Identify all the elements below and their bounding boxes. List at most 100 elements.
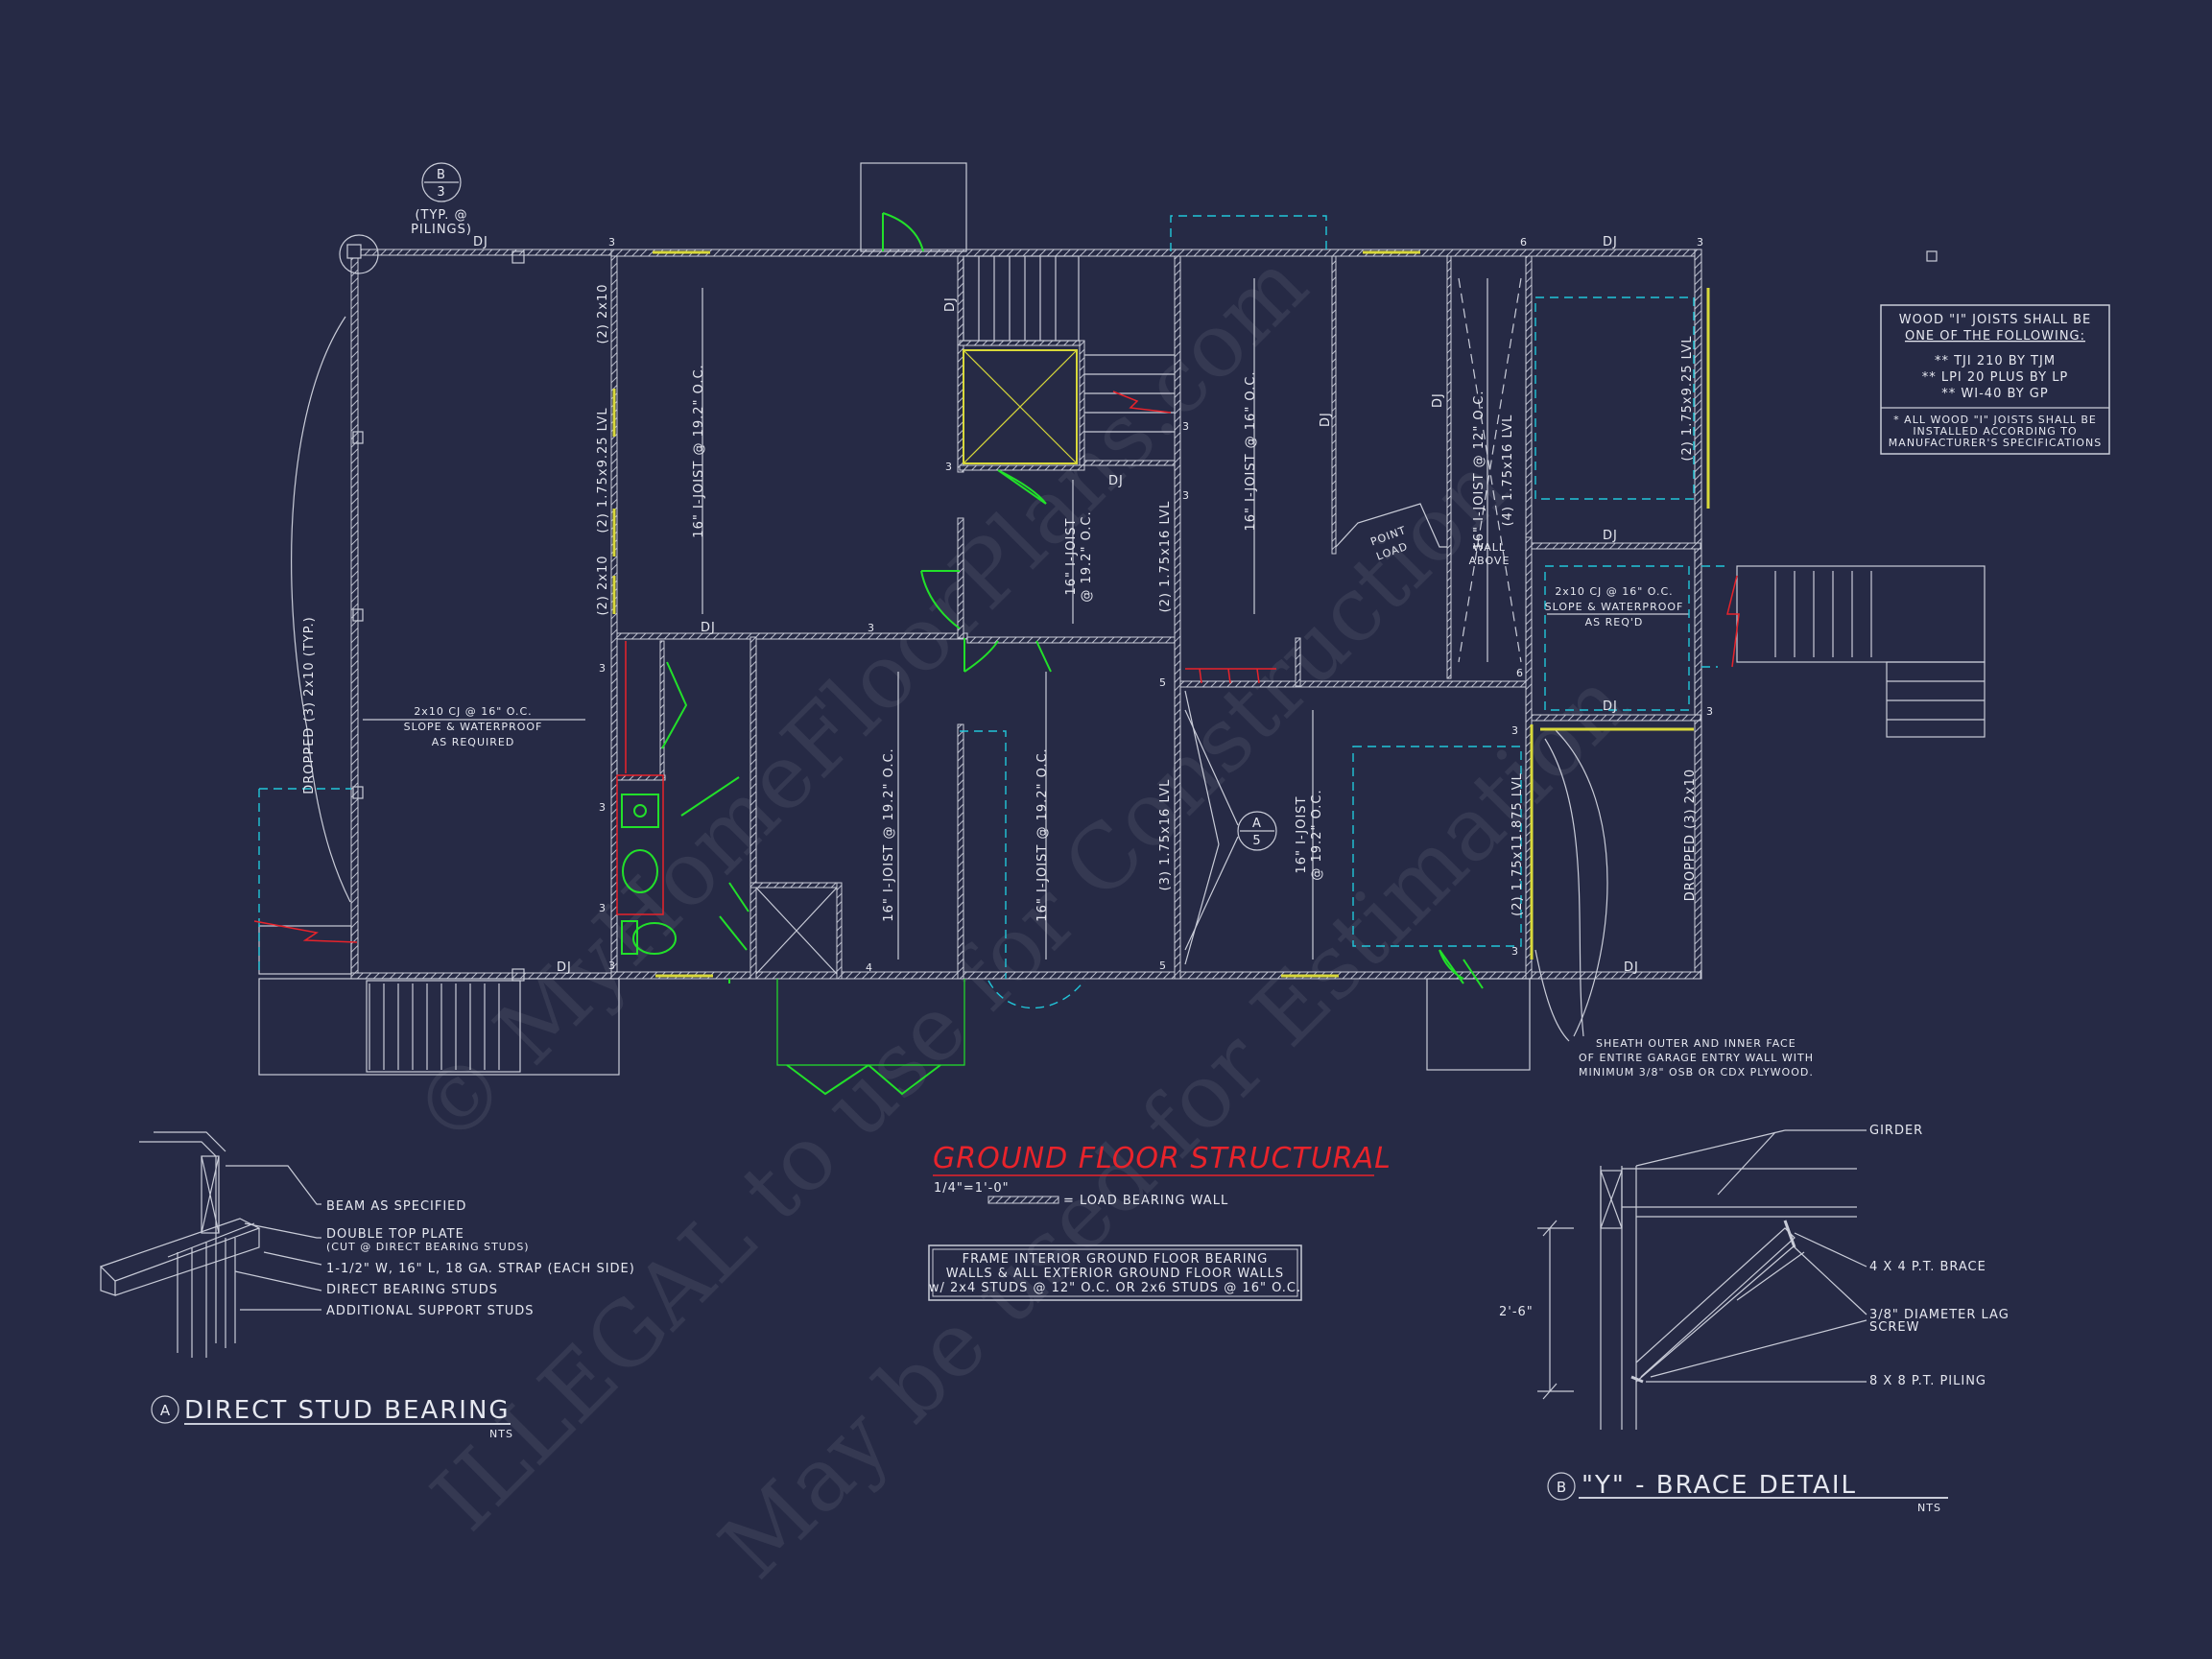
svg-text:ABOVE: ABOVE [1469,555,1510,567]
svg-text:16" I-JOIST: 16" I-JOIST [1295,796,1309,874]
svg-text:DJ: DJ [1624,960,1639,975]
svg-text:** WI-40 BY GP: ** WI-40 BY GP [1941,387,2048,401]
svg-text:"Y" - BRACE DETAIL: "Y" - BRACE DETAIL [1582,1471,1857,1500]
svg-text:B: B [1557,1479,1566,1496]
detail-y-brace [1537,1129,1948,1501]
svg-text:1/4"=1'-0": 1/4"=1'-0" [934,1181,1010,1196]
callout-b-note: PILINGS) [411,223,472,237]
sheath-note: SHEATH OUTER AND INNER FACE OF ENTIRE GA… [1579,1037,1814,1078]
svg-text:ADDITIONAL SUPPORT STUDS: ADDITIONAL SUPPORT STUDS [326,1304,535,1318]
doors-and-fixtures [621,212,1484,1096]
detail-b-text: GIRDER 4 X 4 P.T. BRACE 3/8" DIAMETER LA… [1499,1124,2010,1514]
svg-text:DJ: DJ [557,960,572,975]
svg-text:(2) 2x10: (2) 2x10 [596,555,610,615]
svg-text:DJ: DJ [1603,699,1618,714]
svg-text:ONE OF THE FOLLOWING:: ONE OF THE FOLLOWING: [1905,329,2085,344]
svg-text:** LPI 20 PLUS BY LP: ** LPI 20 PLUS BY LP [1922,370,2069,385]
point-load-leader [1335,503,1447,548]
svg-text:1-1/2" W, 16" L, 18 GA. STRAP: 1-1/2" W, 16" L, 18 GA. STRAP (EACH SIDE… [326,1262,635,1276]
svg-text:DJ: DJ [1603,235,1618,249]
callout-b-note: (TYP. @ [415,208,467,223]
svg-text:* ALL WOOD "I" JOISTS SHALL BE: * ALL WOOD "I" JOISTS SHALL BE [1893,414,2097,426]
dj-labels: DJ DJ DJ DJ DJ DJ DJ DJ DJ DJ DJ [473,235,1639,975]
svg-text:(2) 1.75x16 LVL: (2) 1.75x16 LVL [1158,501,1173,613]
svg-text:3: 3 [1511,945,1519,958]
svg-text:DJ: DJ [1431,392,1445,408]
svg-text:16" I-JOIST @ 19.2" O.C.: 16" I-JOIST @ 19.2" O.C. [692,364,706,537]
svg-text:WALL: WALL [1473,541,1506,554]
svg-text:3: 3 [608,960,616,972]
svg-text:DJ: DJ [943,296,958,312]
svg-text:3: 3 [945,461,953,473]
svg-text:3/8" DIAMETER LAG: 3/8" DIAMETER LAG [1869,1308,2010,1322]
svg-text:(4) 1.75x16 LVL: (4) 1.75x16 LVL [1501,415,1515,527]
svg-text:3: 3 [1697,236,1704,249]
svg-text:A: A [160,1402,171,1419]
svg-text:(CUT @ DIRECT BEARING STUDS): (CUT @ DIRECT BEARING STUDS) [326,1241,530,1253]
svg-text:DROPPED (3) 2x10: DROPPED (3) 2x10 [1683,769,1698,901]
svg-text:4 X 4 P.T. BRACE: 4 X 4 P.T. BRACE [1869,1260,1986,1274]
svg-text:(3) 1.75x16 LVL: (3) 1.75x16 LVL [1158,779,1173,891]
window-headers [612,250,1710,978]
svg-text:6: 6 [1516,667,1524,679]
dashed-outlines [258,215,1727,1009]
svg-text:3: 3 [1182,489,1190,502]
detail-a-text: BEAM AS SPECIFIED DOUBLE TOP PLATE (CUT … [160,1199,635,1440]
svg-text:NTS: NTS [489,1428,513,1440]
svg-text:= LOAD BEARING WALL: = LOAD BEARING WALL [1063,1194,1228,1208]
svg-text:GROUND FLOOR STRUCTURAL: GROUND FLOOR STRUCTURAL [933,1142,1391,1175]
joist-labels: DROPPED (3) 2x10 (TYP.) DROPPED (3) 2x10… [302,283,1698,921]
svg-text:SHEATH OUTER AND INNER FACE: SHEATH OUTER AND INNER FACE [1596,1037,1796,1050]
svg-text:@ 19.2" O.C.: @ 19.2" O.C. [1310,789,1324,880]
svg-text:3: 3 [1182,420,1190,433]
svg-text:DJ: DJ [1603,529,1618,543]
svg-text:6: 6 [1520,236,1528,249]
svg-text:(2) 1.75x9.25 LVL: (2) 1.75x9.25 LVL [1680,335,1695,461]
svg-text:DJ: DJ [473,235,488,249]
svg-text:5: 5 [1159,676,1167,689]
svg-text:INSTALLED ACCORDING TO: INSTALLED ACCORDING TO [1913,425,2077,438]
svg-text:3: 3 [599,662,607,675]
svg-text:** TJI 210 BY TJM: ** TJI 210 BY TJM [1935,354,2056,368]
callout-b-letter: B [437,168,446,182]
load-bearing-walls [350,249,1702,980]
svg-text:16" I-JOIST: 16" I-JOIST [1064,518,1079,596]
svg-text:DJ: DJ [1319,412,1333,427]
svg-text:FRAME INTERIOR GROUND FLOOR BE: FRAME INTERIOR GROUND FLOOR BEARING [963,1252,1269,1267]
svg-text:DOUBLE TOP PLATE: DOUBLE TOP PLATE [326,1227,464,1242]
svg-text:2x10 CJ @ 16" O.C.: 2x10 CJ @ 16" O.C. [414,705,532,718]
svg-text:OF ENTIRE GARAGE ENTRY WALL WI: OF ENTIRE GARAGE ENTRY WALL WITH [1579,1052,1814,1064]
svg-text:SLOPE & WATERPROOF: SLOPE & WATERPROOF [1545,601,1684,613]
svg-text:AS REQ'D: AS REQ'D [1585,616,1644,628]
svg-text:(2) 1.75x9.25 LVL: (2) 1.75x9.25 LVL [596,407,610,533]
svg-text:GIRDER: GIRDER [1869,1124,1923,1138]
svg-text:@ 19.2" O.C.: @ 19.2" O.C. [1080,510,1094,602]
svg-text:DROPPED (3) 2x10 (TYP.): DROPPED (3) 2x10 (TYP.) [302,616,317,794]
svg-text:NTS: NTS [1917,1502,1941,1514]
svg-text:5: 5 [1159,960,1167,972]
detail-direct-stud-bearing [99,1131,511,1425]
svg-text:MINIMUM 3/8" OSB OR CDX PLYWOO: MINIMUM 3/8" OSB OR CDX PLYWOOD. [1579,1066,1814,1078]
svg-text:(2) 2x10: (2) 2x10 [596,283,610,344]
svg-text:BEAM AS SPECIFIED: BEAM AS SPECIFIED [326,1199,466,1214]
svg-text:DJ: DJ [1108,474,1124,488]
red-markers [253,391,1740,943]
framing-lines [258,162,1986,1076]
svg-text:3: 3 [599,902,607,914]
svg-text:2'-6": 2'-6" [1499,1305,1534,1319]
svg-text:(2) 1.75x11.875 LVL: (2) 1.75x11.875 LVL [1510,772,1525,916]
svg-text:DJ: DJ [701,621,716,635]
svg-text:3: 3 [599,801,607,814]
svg-text:AS REQUIRED: AS REQUIRED [432,736,515,748]
svg-text:8 X 8 P.T. PILING: 8 X 8 P.T. PILING [1869,1374,1986,1388]
svg-text:16" I-JOIST @ 16" O.C.: 16" I-JOIST @ 16" O.C. [1244,371,1258,532]
svg-text:SLOPE & WATERPROOF: SLOPE & WATERPROOF [404,721,543,733]
svg-text:3: 3 [1511,724,1519,737]
section-a-sheet: 5 [1252,834,1261,848]
joist-spec-box: WOOD "I" JOISTS SHALL BE ONE OF THE FOLL… [1880,304,2110,455]
svg-text:MANUFACTURER'S SPECIFICATIONS: MANUFACTURER'S SPECIFICATIONS [1889,437,2102,449]
watermark: © MyHomeFloorPlans.com ILLEGAL to use fo… [393,233,1648,1599]
svg-text:DIRECT STUD BEARING: DIRECT STUD BEARING [184,1396,511,1425]
wall-markers: 3 3 3 3 3 3 4 3 3 3 5 5 6 3 3 6 3 3 [599,236,1713,974]
